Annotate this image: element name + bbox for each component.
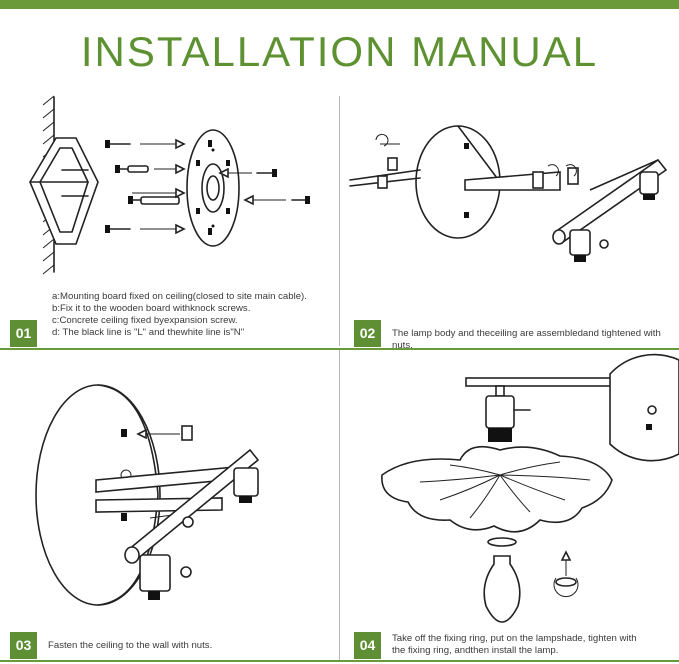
caption-line: Take off the fixing ring, put on the lam… <box>392 633 637 644</box>
caption-line: b:Fix it to the wooden board withknock s… <box>52 303 251 314</box>
bottom-divider <box>0 660 679 662</box>
step-3-illustration <box>35 384 260 606</box>
top-accent-bar <box>0 0 679 9</box>
step-3-caption: Fasten the ceiling to the wall with nuts… <box>48 640 212 652</box>
step-1-illustration <box>29 95 310 275</box>
step-1-caption: a:Mounting board fixed on ceiling(closed… <box>52 291 307 339</box>
caption-line: the fixing ring, andthen install the lam… <box>392 645 559 656</box>
step-2-illustration <box>349 125 668 262</box>
step-1-badge: 01 <box>10 320 37 347</box>
step-2-badge: 02 <box>354 320 381 347</box>
step-4-caption: Take off the fixing ring, put on the lam… <box>392 633 637 657</box>
page-title: INSTALLATION MANUAL <box>80 28 599 75</box>
caption-line: Fasten the ceiling to the wall with nuts… <box>48 640 213 651</box>
step-3-badge: 03 <box>10 632 37 659</box>
step-4-badge: 04 <box>354 632 381 659</box>
caption-line: The lamp body and theceiling are assembl… <box>392 328 661 351</box>
caption-line: c:Concrete ceiling fixed byexpansion scr… <box>52 315 238 326</box>
vertical-divider-top <box>339 96 340 346</box>
step-4-illustration <box>381 353 679 623</box>
caption-line: d: The black line is "L" and thewhite li… <box>52 327 245 338</box>
vertical-divider-bottom <box>339 350 340 662</box>
horizontal-divider <box>0 348 679 350</box>
step-2-caption: The lamp body and theceiling are assembl… <box>392 328 679 352</box>
caption-line: a:Mounting board fixed on ceiling(closed… <box>52 291 307 302</box>
